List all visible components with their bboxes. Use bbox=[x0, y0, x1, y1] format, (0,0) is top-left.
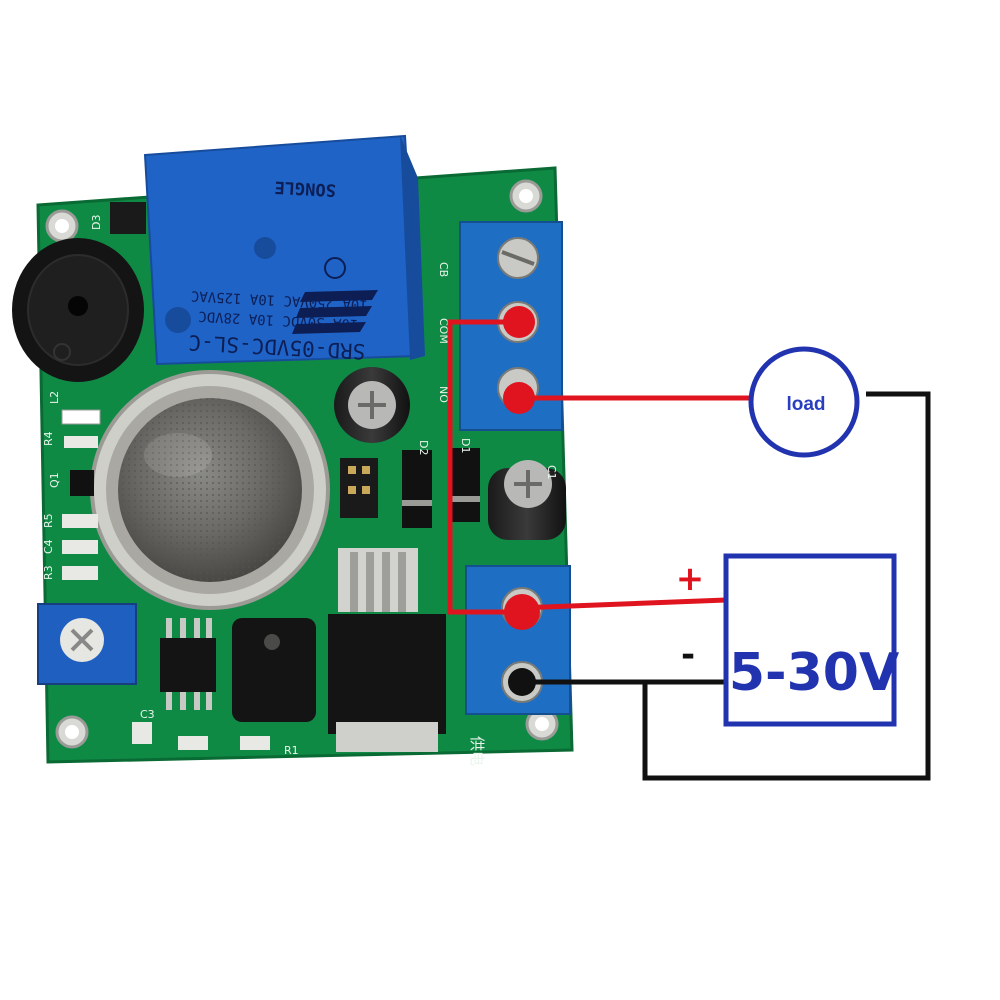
gas-sensor bbox=[90, 370, 330, 610]
terminal-label-com: COM bbox=[437, 318, 450, 344]
d2-label: D2 bbox=[417, 440, 430, 455]
voltage-regulator bbox=[328, 548, 446, 752]
d1-label: D1 bbox=[459, 438, 472, 453]
relay-brand: SONGLE bbox=[274, 177, 336, 200]
terminal-label-no: NO bbox=[437, 386, 450, 403]
capacitor-top bbox=[334, 367, 410, 443]
r4-label: R4 bbox=[42, 431, 55, 446]
wire-node-minus bbox=[508, 668, 536, 696]
diode-d2: D2 bbox=[402, 440, 432, 528]
r5-label: R5 bbox=[42, 513, 55, 528]
power-terminal-label: 供电 bbox=[468, 736, 486, 766]
r3-label: R3 bbox=[42, 565, 55, 580]
terminal-label-cb: CB bbox=[437, 262, 450, 277]
mounting-hole bbox=[509, 179, 543, 213]
power-supply-minus: - bbox=[681, 635, 695, 675]
buzzer bbox=[12, 238, 144, 382]
wire-node-com bbox=[503, 306, 535, 338]
power-supply-plus: + bbox=[676, 559, 705, 599]
inductor bbox=[232, 618, 316, 722]
power-supply-voltage: 5-30V bbox=[729, 643, 899, 703]
power-supply: 5-30V + - bbox=[676, 553, 899, 727]
l2-label: L2 bbox=[48, 391, 61, 404]
mounting-hole bbox=[55, 715, 89, 749]
capacitor-c1: C1 bbox=[488, 460, 566, 540]
load-label: load bbox=[786, 394, 825, 415]
mounting-hole bbox=[45, 209, 79, 243]
wire-node-plus bbox=[504, 594, 540, 630]
smd-components: L2 R4 Q1 R5 C4 R3 bbox=[42, 391, 101, 580]
d3-component: D3 bbox=[90, 202, 146, 234]
load: load bbox=[748, 346, 860, 458]
r1-label: R1 bbox=[284, 744, 299, 757]
mounting-hole bbox=[525, 707, 559, 741]
diode-d1: D1 bbox=[452, 438, 480, 522]
potentiometer bbox=[37, 603, 137, 685]
ic-chip bbox=[160, 618, 216, 710]
q1-label: Q1 bbox=[48, 472, 61, 488]
terminal-screw-top bbox=[497, 237, 539, 279]
wire-node-no bbox=[503, 382, 535, 414]
bottom-smd: C3 R1 bbox=[132, 708, 299, 757]
relay: SRD-05VDC-SL-C 10A 30VDC 10A 28VDC 10A 2… bbox=[143, 134, 425, 366]
black-wires bbox=[508, 391, 931, 781]
c4-label: C4 bbox=[42, 539, 55, 554]
pin-header bbox=[340, 458, 378, 518]
relay-logo bbox=[292, 257, 378, 334]
c1-label: C1 bbox=[545, 465, 558, 480]
d3-label: D3 bbox=[90, 215, 103, 230]
c3-label: C3 bbox=[140, 708, 155, 721]
red-wires bbox=[447, 306, 752, 630]
